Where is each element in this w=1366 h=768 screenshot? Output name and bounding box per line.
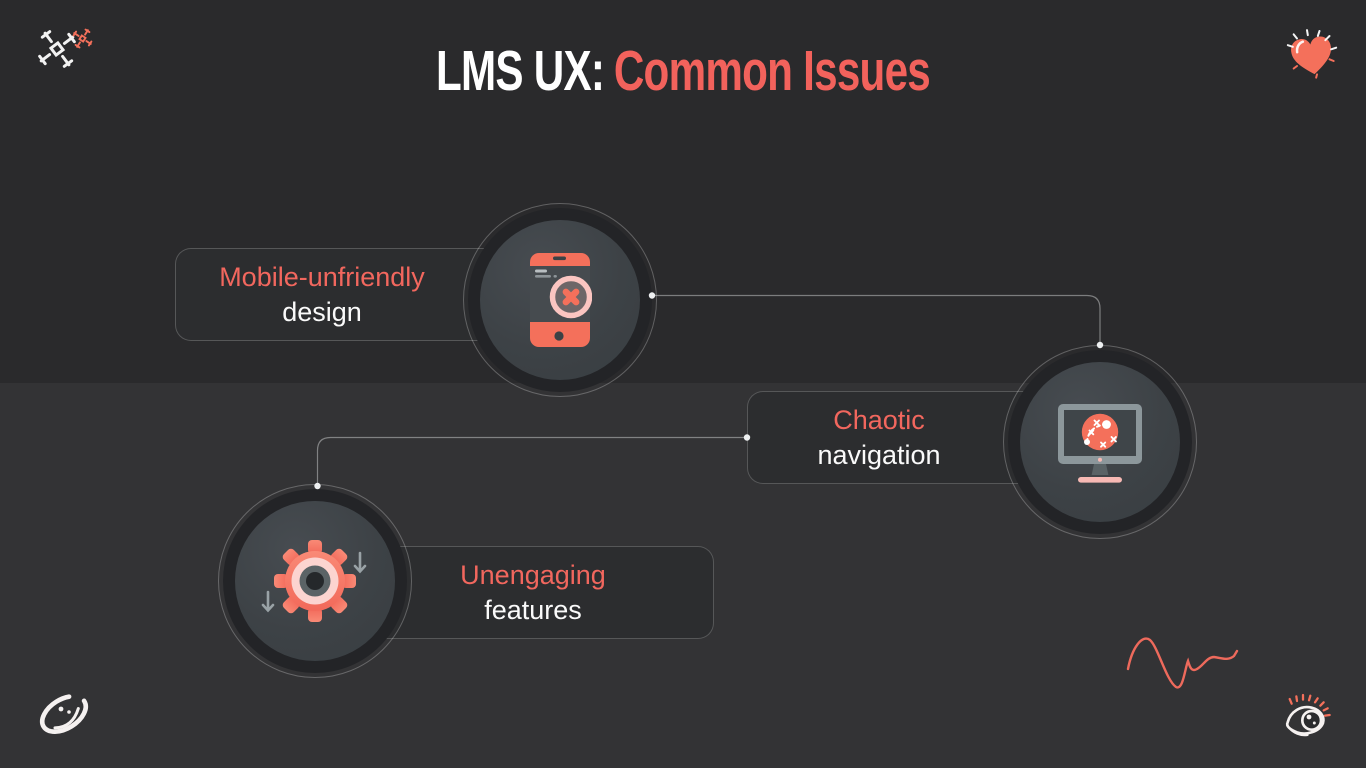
title-prefix: LMS UX: [435,39,605,103]
eye-doodle-icon [1285,693,1331,737]
asterisk-doodle-coral-icon [72,28,93,49]
page-title: LMS UX: Common Issues [178,40,1189,102]
circle-outline [463,203,657,397]
squiggle-line [1126,637,1239,689]
icon-circle-phone [463,203,657,397]
icon-circle-monitor [1003,345,1197,539]
monitor-strategy-icon [1058,404,1142,483]
ellipse-doodle-icon [39,694,89,734]
card-text: Chaotic navigation [748,403,1010,473]
card-accent-label: Chaotic [833,404,925,435]
card-rest-label: features [484,594,582,625]
phone-error-icon [530,253,592,347]
card-text: Unengaging features [375,558,691,628]
card-accent-label: Mobile-unfriendly [219,261,425,292]
card-rest-label: design [282,296,362,327]
gear-downgrade-icon [261,540,367,622]
card-text: Mobile-unfriendly design [176,260,468,330]
title-accent: Common Issues [613,39,931,103]
asterisk-doodle-white-icon [38,30,76,68]
heart-doodle-icon [1286,29,1338,79]
card-chaotic-navigation: Chaotic navigation [747,391,1051,484]
card-rest-label: navigation [817,439,941,470]
card-mobile-unfriendly-design: Mobile-unfriendly design [175,248,509,341]
card-accent-label: Unengaging [460,559,606,590]
icon-circle-gear [218,484,412,678]
